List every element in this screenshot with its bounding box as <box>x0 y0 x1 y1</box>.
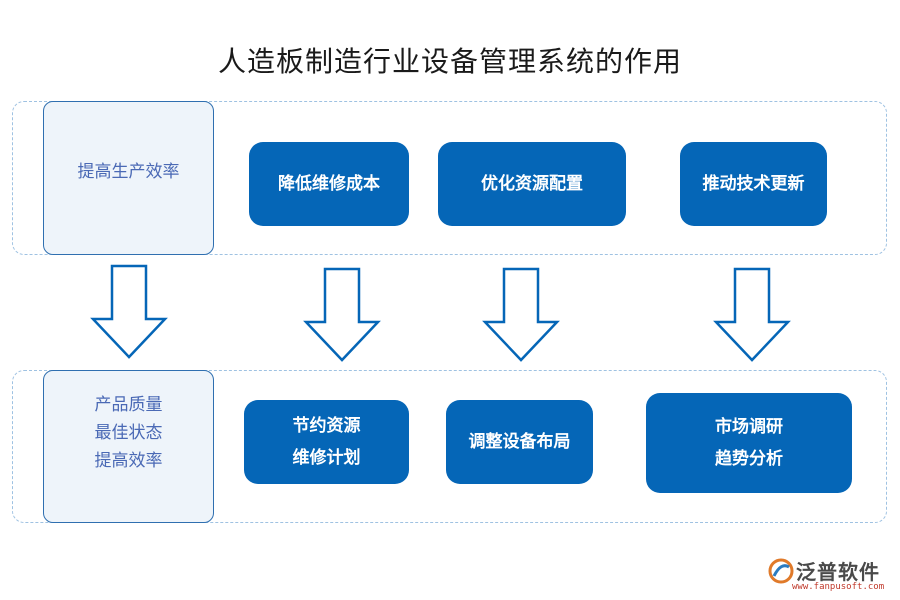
box-line: 节约资源 <box>292 416 361 436</box>
logo-url: www.fanpusoft.com <box>792 582 885 592</box>
down-arrow-icon <box>482 267 560 362</box>
box-line: 调整设备布局 <box>468 432 571 452</box>
row2-frame <box>12 370 887 523</box>
row1-side-label: 提高生产效率 <box>77 162 180 182</box>
logo-name: 泛普软件 <box>796 560 880 584</box>
row2-side-box: 产品质量 最佳状态 提高效率 <box>43 370 214 523</box>
row1-side-box: 提高生产效率 <box>43 101 214 255</box>
box-market-research-trend-analysis: 市场调研 趋势分析 <box>646 393 852 493</box>
row2-side-line: 提高效率 <box>94 450 163 471</box>
down-arrow-icon <box>90 264 168 359</box>
box-label: 推动技术更新 <box>702 174 805 194</box>
box-promote-tech-update: 推动技术更新 <box>680 142 827 226</box>
box-optimize-resource-allocation: 优化资源配置 <box>438 142 626 226</box>
page-title: 人造板制造行业设备管理系统的作用 <box>217 45 682 78</box>
box-label: 优化资源配置 <box>481 174 583 194</box>
fanpu-logo-icon <box>768 558 794 584</box>
box-line: 市场调研 <box>715 417 783 437</box>
down-arrow-icon <box>713 267 791 362</box>
row2-side-line: 最佳状态 <box>94 422 163 443</box>
box-adjust-equipment-layout: 调整设备布局 <box>446 400 593 484</box>
down-arrow-icon <box>303 267 381 362</box>
row2-side-line: 产品质量 <box>94 394 163 415</box>
box-line: 趋势分析 <box>715 449 783 469</box>
box-save-resources-maintenance-plan: 节约资源 维修计划 <box>244 400 409 484</box>
box-reduce-maintenance-cost: 降低维修成本 <box>249 142 409 226</box>
box-line: 维修计划 <box>292 448 361 468</box>
fanpu-logo: 泛普软件 www.fanpusoft.com <box>768 556 893 596</box>
box-label: 降低维修成本 <box>278 174 380 194</box>
row1-frame <box>12 101 887 255</box>
